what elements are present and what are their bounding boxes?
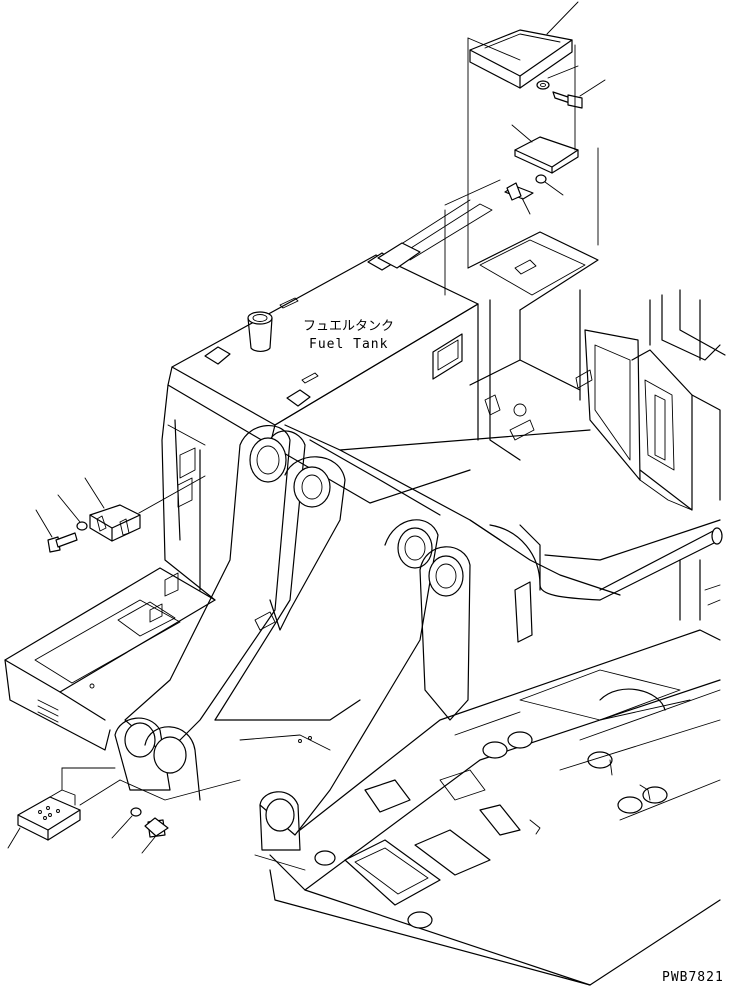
bolt-mid (504, 182, 534, 201)
small-bracket-plate (511, 124, 579, 174)
fuel-tank-label-jp: フュエルタンク (303, 319, 394, 334)
pipe-rail (469, 519, 723, 643)
washer-left (57, 494, 88, 531)
washer-bottom (111, 807, 142, 839)
rear-frame (467, 231, 599, 461)
left-bracket (84, 475, 206, 542)
bolt-top (552, 91, 583, 109)
leader-lines-top (546, 1, 606, 97)
washer-mid (521, 174, 564, 215)
left-step-box (4, 567, 216, 751)
boom-mount-right (254, 519, 471, 871)
main-frame-left (161, 384, 216, 601)
step-plate (7, 767, 121, 849)
boom-mount-left (114, 425, 346, 801)
lower-deck (269, 559, 721, 986)
fuel-tank-label-en: Fuel Tank (309, 337, 388, 352)
top-cover-plate (469, 29, 573, 89)
drawing-code: PWB7821 (662, 970, 724, 985)
right-side-panels (575, 289, 726, 511)
washer-top (536, 80, 550, 90)
assembly-guide-lines (444, 37, 599, 296)
bolt-left (35, 509, 78, 553)
bolt-bottom (141, 817, 169, 854)
